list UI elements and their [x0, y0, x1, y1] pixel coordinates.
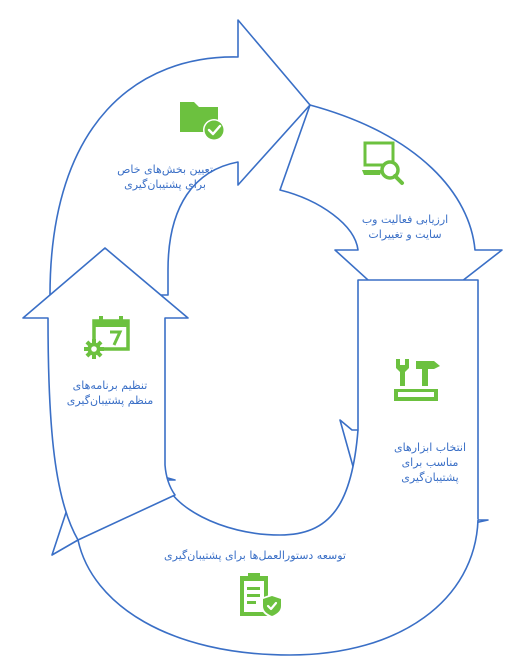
step-label-develop-procedures: توسعه دستورالعمل‌ها برای پشتیبان‌گیری — [164, 549, 346, 562]
step-label-determine-sections: تعیین بخش‌های خاص برای پشتیبان‌گیری — [117, 163, 213, 191]
step-label-evaluate-activity: ارزیابی فعالیت وب سایت و تغییرات — [361, 213, 449, 241]
step-label-select-tools: انتخاب ابزارهای مناسب برای پشتیبان‌گیری — [393, 441, 467, 484]
arrow-right — [279, 104, 503, 321]
folder-check-icon — [180, 102, 225, 141]
screen-search-icon — [362, 141, 404, 185]
step-label-schedule-backups: تنظیم برنامه‌های منظم پشتیبان‌گیری — [66, 379, 154, 407]
clipboard-shield-icon — [240, 573, 283, 618]
arrow-top — [49, 19, 311, 296]
tools-icon — [394, 359, 440, 401]
arrow-left — [22, 247, 189, 541]
calendar-gear-icon — [84, 316, 130, 359]
